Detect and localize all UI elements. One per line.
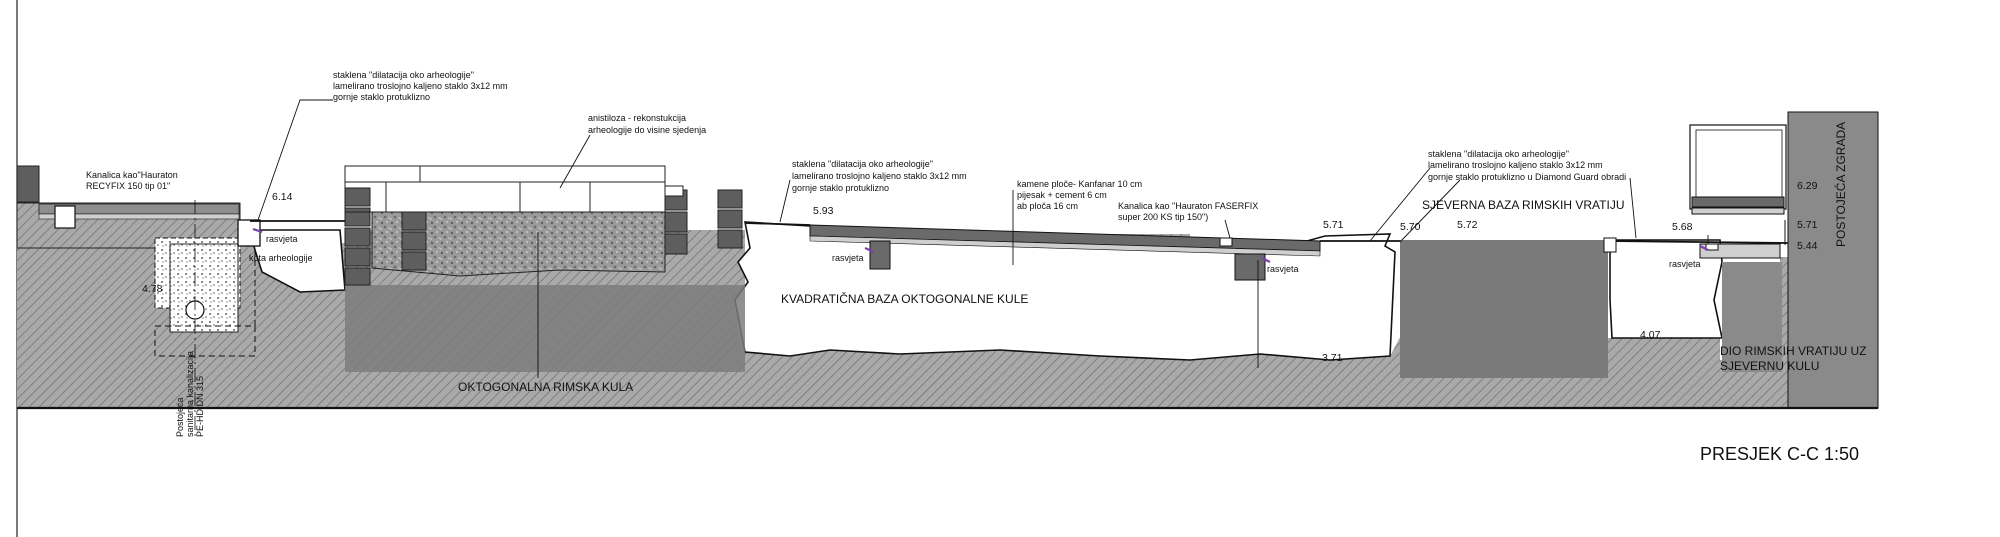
svg-text:staklena "dilatacija oko arheo: staklena "dilatacija oko arheologije"	[792, 159, 933, 169]
svg-text:5.72: 5.72	[1457, 219, 1478, 231]
annotation-stone-paving: kamene ploče- Kanfanar 10 cm pijesak + c…	[1017, 179, 1142, 211]
svg-text:kamene ploče- Kanfanar 10 cm: kamene ploče- Kanfanar 10 cm	[1017, 179, 1142, 189]
glass-joints	[250, 220, 1789, 244]
svg-text:pijesak + cement 6 cm: pijesak + cement 6 cm	[1017, 190, 1107, 200]
svg-text:5.44: 5.44	[1797, 240, 1818, 252]
annotation-anastylosis: anistiloza - rekonstukcija arheologije d…	[588, 113, 706, 135]
svg-text:gornje staklo protuklizno u Di: gornje staklo protuklizno u Diamond Guar…	[1428, 172, 1626, 182]
svg-text:sanitarna kanalizacija: sanitarna kanalizacija	[185, 351, 195, 437]
north-gate-base-block	[1400, 240, 1608, 378]
annotation-glass-mid: staklena "dilatacija oko arheologije" la…	[792, 159, 967, 193]
zone-square-base: KVADRATIČNA BAZA OKTOGONALNE KULE	[781, 291, 1028, 306]
svg-text:anistiloza - rekonstukcija: anistiloza - rekonstukcija	[588, 113, 686, 123]
svg-text:lamelirano troslojno kaljeno s: lamelirano troslojno kaljeno staklo 3x12…	[792, 171, 967, 181]
svg-text:6.29: 6.29	[1797, 180, 1818, 192]
zone-north-gate-base: SJEVERNA BAZA RIMSKIH VRATIJU	[1422, 198, 1625, 212]
svg-text:rasvjeta: rasvjeta	[832, 253, 864, 263]
right-gate-level	[1603, 111, 1879, 409]
zone-gate-part: DIO RIMSKIH VRATIJU UZ SJEVERNU KULU	[1720, 344, 1866, 373]
reference-lines	[537, 190, 1709, 378]
svg-text:lamelirano troslojno kaljeno s: lamelirano troslojno kaljeno staklo 3x12…	[1428, 160, 1603, 170]
svg-text:super 200 KS tip 150"): super 200 KS tip 150")	[1118, 212, 1208, 222]
annotation-sewer: Postojeća sanitarna kanalizacija PE-HD D…	[175, 351, 205, 437]
svg-text:staklena "dilatacija oko arheo: staklena "dilatacija oko arheologije"	[333, 70, 474, 80]
svg-text:RECYFIX 150 tip 01": RECYFIX 150 tip 01"	[86, 181, 170, 191]
zone-existing-building: POSTOJEĆA ZGRADA	[1833, 122, 1848, 247]
svg-text:Kanalica kao"Hauraton: Kanalica kao"Hauraton	[86, 170, 178, 180]
svg-text:Postojeća: Postojeća	[175, 397, 185, 437]
svg-text:rasvjeta: rasvjeta	[266, 234, 298, 244]
svg-text:5.71: 5.71	[1797, 219, 1818, 231]
annotation-glass-left: staklena "dilatacija oko arheologije" la…	[333, 70, 508, 102]
annotation-glass-right: staklena "dilatacija oko arheologije" la…	[1428, 149, 1626, 182]
svg-text:SJEVERNU KULU: SJEVERNU KULU	[1720, 359, 1819, 373]
svg-text:PE-HD DN 315: PE-HD DN 315	[195, 376, 205, 437]
annotation-channel-faserfix: Kanalica kao "Hauraton FASERFIX super 20…	[1118, 201, 1258, 222]
svg-text:5.68: 5.68	[1672, 221, 1693, 233]
drawing-title: PRESJEK C-C 1:50	[1700, 444, 1859, 464]
elevation-marks: 6.14 4.78 5.93 5.71 5.70 5.72 5.68 3.71 …	[142, 180, 1818, 364]
svg-text:Kanalica kao "Hauraton FASERFI: Kanalica kao "Hauraton FASERFIX	[1118, 201, 1258, 211]
octagonal-tower-mass	[345, 285, 745, 372]
lighting-labels: rasvjeta rasvjeta rasvjeta rasvjeta	[266, 234, 1701, 274]
annotation-archaeology-level: kota arheologije	[249, 253, 313, 263]
zone-octagonal-tower: OKTOGONALNA RIMSKA KULA	[458, 380, 633, 394]
svg-text:gornje staklo protuklizno: gornje staklo protuklizno	[792, 183, 889, 193]
stone-paving-slab	[809, 224, 1321, 281]
gate-part-mass	[1722, 262, 1782, 372]
svg-text:4.07: 4.07	[1640, 329, 1661, 341]
svg-text:ab ploča 16 cm: ab ploča 16 cm	[1017, 201, 1078, 211]
leader-lines	[257, 99, 1637, 243]
svg-text:rasvjeta: rasvjeta	[1267, 264, 1299, 274]
svg-text:DIO RIMSKIH VRATIJU UZ: DIO RIMSKIH VRATIJU UZ	[1720, 344, 1866, 358]
svg-text:6.14: 6.14	[272, 191, 293, 203]
annotation-channel-recyfix: Kanalica kao"Hauraton RECYFIX 150 tip 01…	[86, 170, 178, 191]
svg-text:staklena "dilatacija oko arheo: staklena "dilatacija oko arheologije"	[1428, 149, 1569, 159]
svg-text:5.71: 5.71	[1323, 219, 1344, 231]
left-street-level	[16, 165, 261, 440]
svg-text:rasvjeta: rasvjeta	[1669, 259, 1701, 269]
svg-text:lamelirano troslojno kaljeno s: lamelirano troslojno kaljeno staklo 3x12…	[333, 81, 508, 91]
anastylosis-reconstruction	[344, 165, 684, 213]
svg-text:gornje staklo protuklizno: gornje staklo protuklizno	[333, 92, 430, 102]
svg-text:4.78: 4.78	[142, 283, 163, 295]
lighting-markers	[252, 227, 1709, 263]
svg-text:arheologije do visine sjedenja: arheologije do visine sjedenja	[588, 125, 706, 135]
svg-text:3.71: 3.71	[1322, 352, 1343, 364]
svg-text:5.93: 5.93	[813, 205, 834, 217]
svg-text:5.70: 5.70	[1400, 221, 1421, 233]
